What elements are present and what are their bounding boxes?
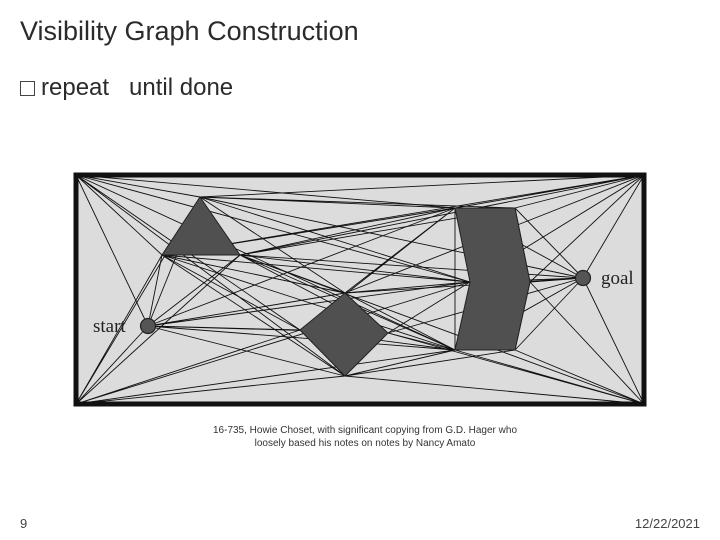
caption-line-2: loosely based his notes on notes by Nanc… (254, 438, 476, 449)
figure-caption: 16-735, Howie Choset, with significant c… (190, 424, 540, 450)
start-point (139, 317, 157, 335)
triangle-obstacle (161, 196, 241, 256)
slide-number: 9 (20, 516, 28, 531)
start-label: start (93, 316, 126, 337)
bullet-text: repeat until done (41, 74, 234, 101)
goal-point (574, 269, 592, 287)
bullet-item: repeat until done (20, 74, 233, 102)
slide-title: Visibility Graph Construction (20, 16, 359, 46)
slide-date: 12/22/2021 (634, 516, 700, 531)
workspace-background (73, 172, 647, 407)
chevron-obstacle (454, 207, 531, 351)
caption-line-1: 16-735, Howie Choset, with significant c… (212, 425, 518, 436)
goal-label: goal (601, 268, 634, 289)
diamond-obstacle (299, 292, 389, 377)
bullet-box-icon (20, 80, 35, 96)
